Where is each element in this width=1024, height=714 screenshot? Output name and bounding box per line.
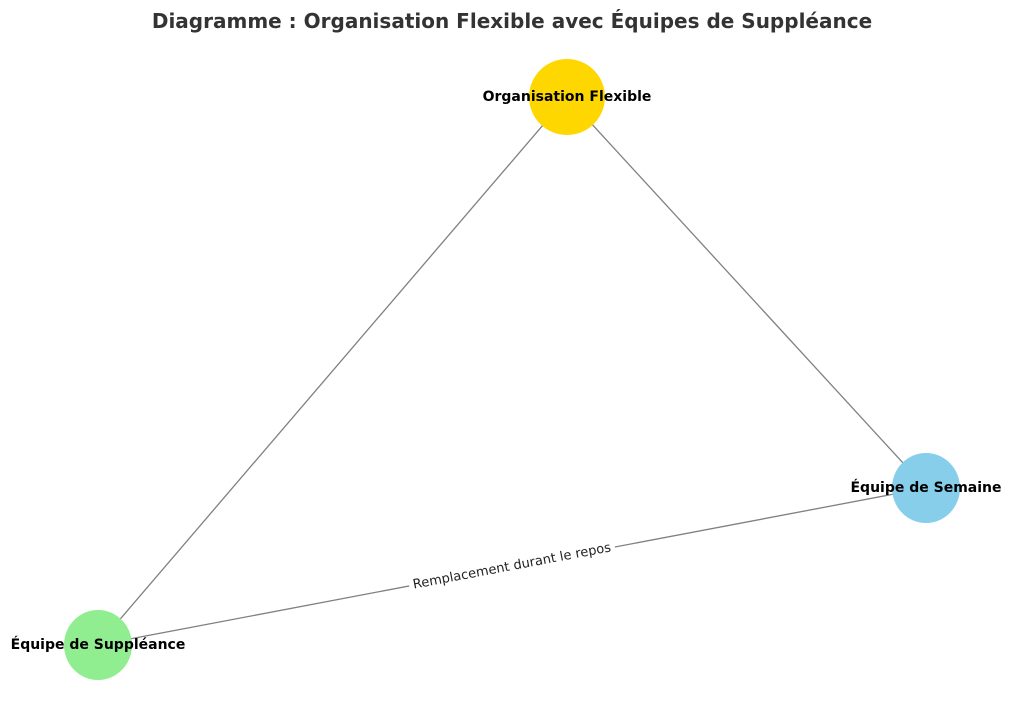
node-org: [529, 59, 605, 135]
node-semaine: [892, 453, 960, 523]
node-label-semaine: Équipe de Semaine: [850, 479, 1001, 496]
diagram-title: Diagramme : Organisation Flexible avec É…: [151, 9, 873, 33]
edge-org-suppleance: [97, 96, 568, 646]
node-label-suppleance: Équipe de Suppléance: [11, 636, 186, 653]
edge-label-text: Remplacement durant le repos: [412, 540, 613, 592]
node-suppleance: [64, 610, 132, 680]
edge-label: Remplacement durant le repos: [407, 538, 617, 595]
edge-org-semaine: [566, 96, 927, 489]
node-label-org: Organisation Flexible: [483, 89, 652, 105]
